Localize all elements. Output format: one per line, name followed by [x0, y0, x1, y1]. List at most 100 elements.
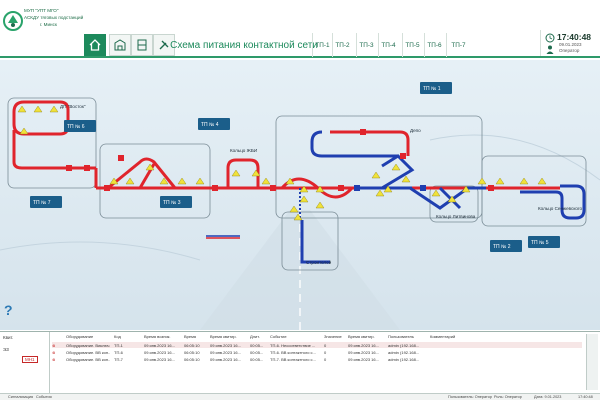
table-cell[interactable]: ТП-1: [114, 343, 123, 348]
table-cell[interactable]: Оборудование. ВВ кон...: [66, 350, 110, 355]
table-cell[interactable]: Оборудование. ВВ кон...: [66, 357, 110, 362]
log-filter-1[interactable]: ЭЗ: [3, 347, 9, 352]
substation-button[interactable]: [109, 34, 131, 56]
tab-tp-7[interactable]: ТП-7: [446, 33, 470, 57]
log-filter-panel: Квит. ЭЗ МН1: [0, 332, 50, 394]
col-start-time[interactable]: Время возник.: [144, 334, 171, 339]
header: МУП "УПТ МГО" АСКДУ тяговых подстанций г…: [0, 0, 600, 58]
status-tab-events[interactable]: События: [36, 395, 52, 399]
status-time: 17:40:48: [578, 395, 593, 399]
substation-tp4[interactable]: [198, 118, 230, 130]
table-cell[interactable]: 09.янв.2023 16...: [348, 343, 379, 348]
logo: МУП "УПТ МГО" АСКДУ тяговых подстанций г…: [2, 4, 84, 54]
table-cell[interactable]: Оборудование. Виключ...: [66, 343, 110, 348]
scheme-canvas: ТП № 6 ТП № 4 ТП № 7 ТП № 3 ТП № 1 ТП № …: [0, 60, 600, 330]
area-label-litvinova: Кольцо Литвинова: [436, 214, 476, 219]
table-cell[interactable]: 06:05:10: [184, 350, 200, 355]
col-duration[interactable]: Длит.: [250, 334, 260, 339]
substation-tp6-label: ТП № 6: [67, 124, 85, 130]
table-cell[interactable]: 09.янв.2023 16...: [210, 357, 241, 362]
table-cell[interactable]: admin (192.168...: [388, 343, 420, 348]
tab-tp-1[interactable]: ТП-1: [312, 33, 332, 57]
help-icon[interactable]: ?: [4, 302, 13, 318]
col-ack-time[interactable]: Время квитир.: [210, 334, 237, 339]
tab-tp-6[interactable]: ТП-6: [424, 33, 444, 57]
col-event[interactable]: Событие: [270, 334, 287, 339]
table-cell[interactable]: ТП-7. ВВ контактного с...: [270, 357, 316, 362]
clock: 17:40:48 09.01.2023 Оператор: [540, 30, 600, 56]
substation-tp4-label: ТП № 4: [201, 122, 219, 128]
table-cell[interactable]: 09.янв.2023 16...: [144, 350, 175, 355]
status-date: Дата: 9.01.2023: [534, 395, 562, 399]
table-cell[interactable]: 06:05:10: [184, 343, 200, 348]
tools-icon: [159, 40, 169, 50]
ack-header: Квит.: [3, 335, 14, 340]
substation-tp3[interactable]: [160, 196, 192, 208]
user-icon: [546, 45, 554, 54]
table-cell[interactable]: ТП-6: [114, 350, 123, 355]
org-name: МУП "УПТ МГО": [24, 8, 59, 13]
org-subtitle: АСКДУ тяговых подстанций: [24, 15, 84, 20]
tab-tp-2[interactable]: ТП-2: [332, 33, 352, 57]
col-comment[interactable]: Комментарий: [430, 334, 456, 339]
tools-button[interactable]: [153, 34, 175, 56]
tab-tp-5[interactable]: ТП-5: [402, 33, 422, 57]
cabinet-icon: [137, 39, 147, 51]
substation-tp2[interactable]: [490, 240, 522, 252]
building-icon: [114, 39, 126, 51]
clock-date: 09.01.2023: [559, 42, 582, 47]
log-scrollbar[interactable]: [586, 334, 598, 390]
table-cell[interactable]: 09.янв.2023 16...: [210, 350, 241, 355]
col-code[interactable]: Код: [114, 334, 121, 339]
status-tab-alarms[interactable]: Сигнализация: [8, 395, 33, 399]
substation-tp2-label: ТП № 2: [493, 244, 511, 250]
area-box-vostok: [7, 97, 97, 189]
table-cell[interactable]: 00:05...: [250, 350, 264, 355]
table-cell[interactable]: 0: [324, 343, 327, 348]
switch-symbols: [17, 105, 547, 221]
col-time[interactable]: Время: [184, 334, 197, 339]
table-cell[interactable]: 06:05:10: [184, 357, 200, 362]
substation-tp5-label: ТП № 5: [531, 240, 549, 246]
table-cell[interactable]: 0: [324, 350, 327, 355]
area-label-stroiteley: Строителей: [306, 259, 332, 265]
col-value[interactable]: Значение: [324, 334, 342, 339]
col-user[interactable]: Пользователь: [388, 334, 414, 339]
substation-tp5[interactable]: [528, 236, 560, 248]
table-cell[interactable]: admin (192.168...: [388, 357, 420, 362]
alarm-icon: ⊗: [52, 343, 56, 348]
org-city: г. Минск: [40, 22, 57, 27]
power-scheme: ТП № 6 ТП № 4 ТП № 7 ТП № 3 ТП № 1 ТП № …: [0, 60, 600, 330]
table-cell[interactable]: 00:05...: [250, 343, 264, 348]
substation-tp7[interactable]: [30, 196, 62, 208]
substation-tp6[interactable]: [64, 120, 96, 132]
area-box-litvinova: [429, 185, 479, 223]
log-filter-2[interactable]: МН1: [22, 356, 38, 363]
event-table: Оборудование Код Время возник. Время Вре…: [52, 334, 582, 392]
substation-tp1[interactable]: [420, 82, 452, 94]
home-button[interactable]: [84, 34, 106, 56]
current-user: Оператор: [559, 48, 580, 53]
table-cell[interactable]: admin (192.168...: [388, 350, 420, 355]
table-cell[interactable]: 00:05...: [250, 357, 264, 362]
tab-tp-4[interactable]: ТП-4: [378, 33, 398, 57]
table-cell[interactable]: 09.янв.2023 16...: [348, 350, 379, 355]
table-cell[interactable]: 09.янв.2023 16...: [144, 343, 175, 348]
table-cell[interactable]: ТП-7: [114, 357, 123, 362]
table-cell[interactable]: 09.янв.2023 16...: [210, 343, 241, 348]
clock-icon: [545, 33, 555, 43]
feed-blue: [300, 130, 586, 264]
home-icon: [89, 39, 101, 51]
breaker-symbols: [66, 129, 494, 191]
tab-tp-3[interactable]: ТП-3: [356, 33, 376, 57]
table-cell[interactable]: 09.янв.2023 16...: [144, 357, 175, 362]
area-box-zhbi: [99, 143, 211, 219]
table-cell[interactable]: ТП-6. Несоответствие ...: [270, 343, 316, 348]
table-cell[interactable]: 0: [324, 357, 327, 362]
event-log: Квит. ЭЗ МН1 Оборудование Код Время возн…: [0, 331, 600, 394]
table-cell[interactable]: ТП-6. ВВ контактного с...: [270, 350, 316, 355]
equipment-button[interactable]: [131, 34, 153, 56]
table-cell[interactable]: 09.янв.2023 16...: [348, 357, 379, 362]
col-equipment[interactable]: Оборудование: [66, 334, 94, 339]
col-ack-time-2[interactable]: Время квитир.: [348, 334, 375, 339]
